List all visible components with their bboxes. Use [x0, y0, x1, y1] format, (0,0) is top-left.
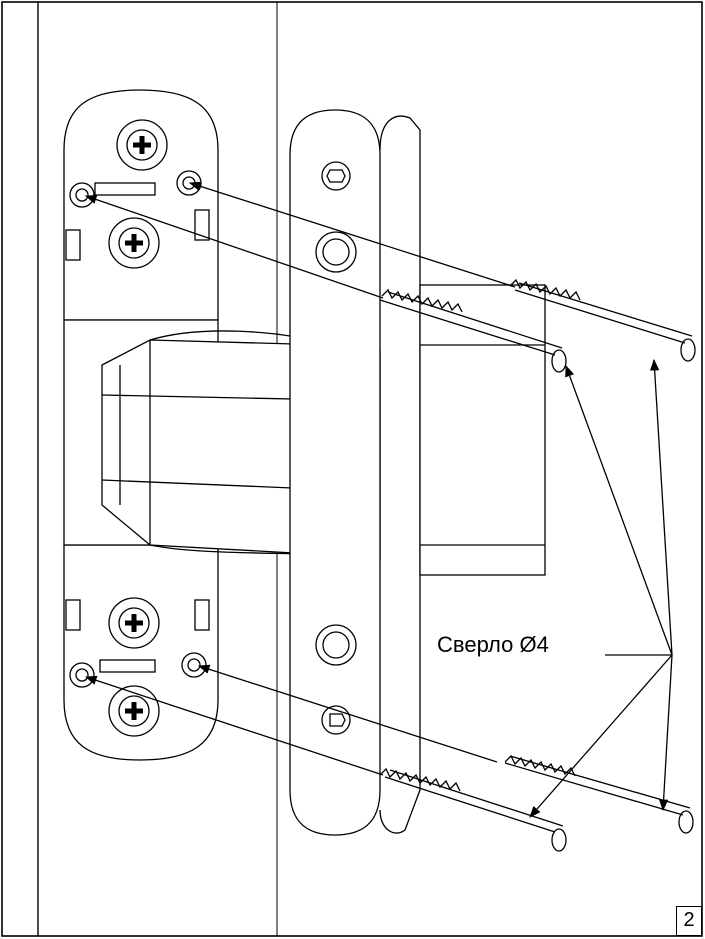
assembly-arrows — [84, 181, 516, 776]
drill-callout-leaders — [529, 358, 673, 818]
door-mount-plate — [289, 109, 546, 836]
dowel-pins — [379, 278, 696, 852]
drill-size-label: Сверло Ø4 — [437, 632, 549, 657]
page-number: 2 — [676, 906, 702, 936]
